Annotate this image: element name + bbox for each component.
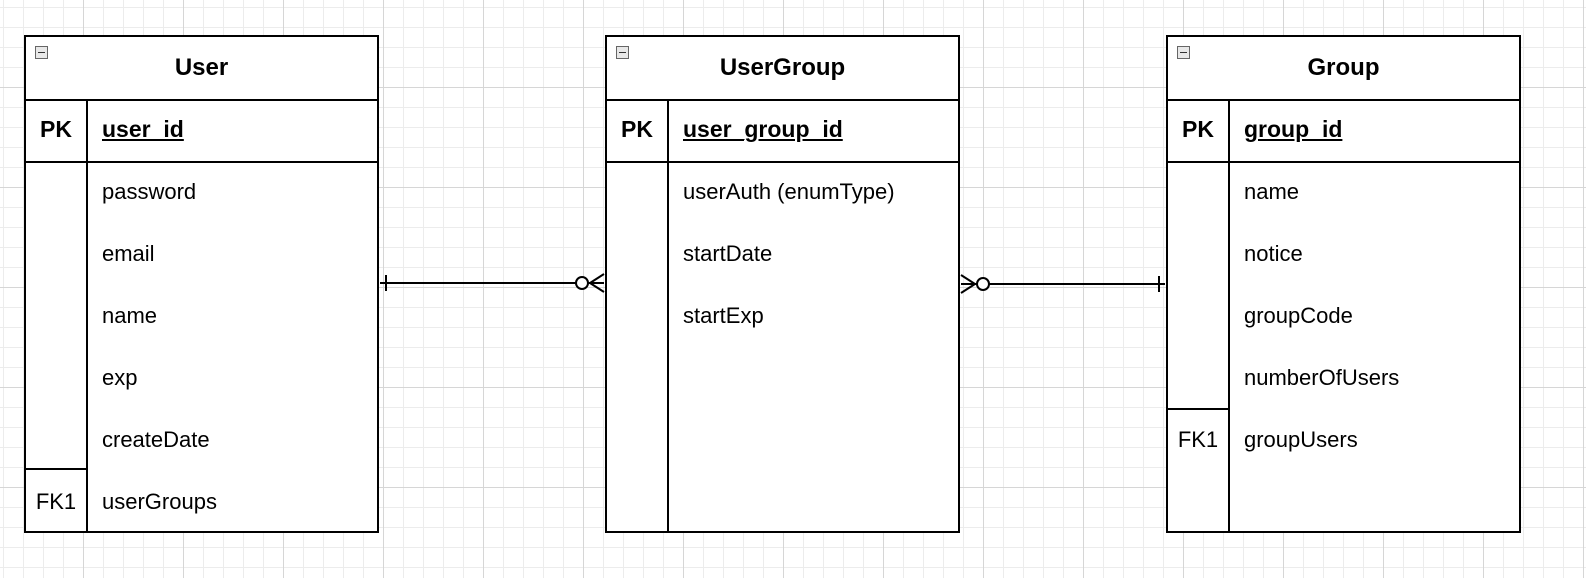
pk-label: PK — [1182, 116, 1214, 142]
fk-label: FK1 — [35, 489, 77, 514]
column-divider — [86, 99, 88, 531]
many-marker — [960, 283, 976, 294]
fk-field: groupUsers — [1244, 427, 1358, 452]
fk-field: userGroups — [102, 489, 217, 514]
entity-title: User — [174, 54, 229, 81]
many-marker — [589, 282, 605, 293]
entity-header: User — [26, 37, 377, 101]
entity-title: Group — [1307, 54, 1380, 81]
fk-label: FK1 — [1177, 427, 1219, 452]
many-marker — [589, 273, 605, 284]
attribute: name — [102, 303, 158, 328]
fk-separator — [26, 468, 86, 470]
primary-key-row: PK group_id — [1168, 99, 1519, 163]
pk-field: user_group_id — [683, 116, 843, 142]
pk-field: group_id — [1244, 116, 1343, 142]
column-divider — [667, 99, 669, 531]
zero-marker — [575, 276, 589, 290]
collapse-icon[interactable] — [616, 46, 629, 59]
entity-title: UserGroup — [719, 54, 846, 81]
entity-group[interactable]: Group PK group_id name notice groupCode … — [1166, 35, 1521, 533]
pk-field: user_id — [102, 116, 184, 142]
zero-marker — [976, 277, 990, 291]
attribute: email — [102, 241, 155, 266]
attribute: startExp — [683, 303, 764, 328]
pk-label: PK — [40, 116, 72, 142]
attribute: groupCode — [1244, 303, 1353, 328]
entity-usergroup[interactable]: UserGroup PK user_group_id userAuth (enu… — [605, 35, 960, 533]
relationship-usergroup-group[interactable] — [960, 274, 1165, 294]
entity-header: UserGroup — [607, 37, 958, 101]
entity-header: Group — [1168, 37, 1519, 101]
relationship-user-usergroup[interactable] — [380, 273, 605, 293]
many-marker — [960, 274, 976, 285]
attribute: numberOfUsers — [1244, 365, 1400, 390]
attribute: password — [102, 179, 197, 204]
entity-user[interactable]: User PK user_id password email name exp … — [24, 35, 379, 533]
attribute: startDate — [683, 241, 773, 266]
column-divider — [1228, 99, 1230, 531]
attribute: name — [1244, 179, 1300, 204]
pk-label: PK — [621, 116, 653, 142]
collapse-icon[interactable] — [1177, 46, 1190, 59]
fk-separator — [1168, 408, 1228, 410]
collapse-icon[interactable] — [35, 46, 48, 59]
primary-key-row: PK user_id — [26, 99, 377, 163]
attribute: userAuth (enumType) — [683, 179, 895, 204]
attribute: createDate — [102, 427, 210, 452]
attribute: notice — [1244, 241, 1303, 266]
attribute: exp — [102, 365, 138, 390]
primary-key-row: PK user_group_id — [607, 99, 958, 163]
